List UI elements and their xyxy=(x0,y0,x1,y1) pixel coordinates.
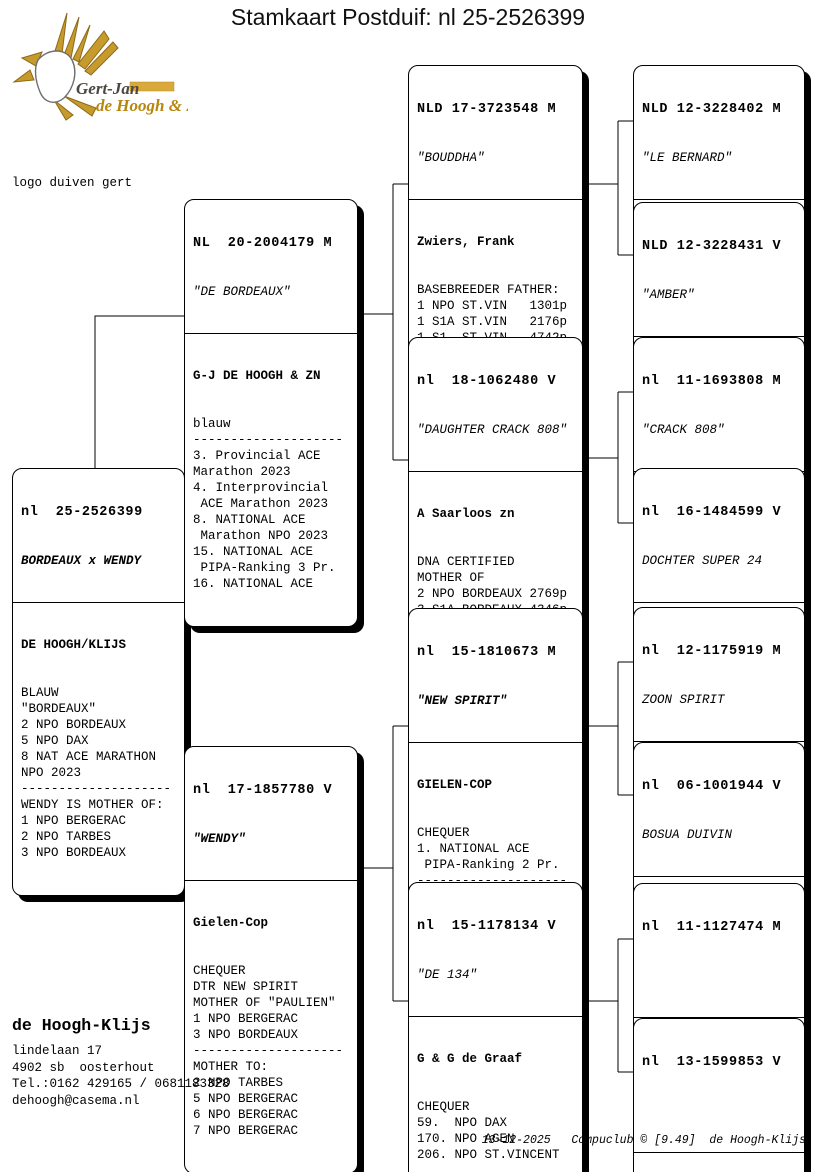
pigeon-name: DOCHTER SUPER 24 xyxy=(642,554,763,568)
pigeon-name xyxy=(642,1103,796,1119)
ring-number: NLD 12-3228431 V xyxy=(642,239,782,254)
logo-name-line1: Gert-Jan xyxy=(76,79,139,98)
breeder-line: GIELEN-COP xyxy=(417,778,493,792)
ring-number: nl 12-1175919 M xyxy=(642,644,782,659)
owner-phone: Tel.:0162 429165 / 0681183328 xyxy=(12,1077,230,1091)
ring-number: nl 11-1693808 M xyxy=(642,374,782,389)
box-body-text: CHEQUER DTR NEW SPIRIT MOTHER OF "PAULIE… xyxy=(193,964,344,1138)
breeder-line: DE HOOGH/KLIJS xyxy=(21,638,127,652)
box-separator xyxy=(185,333,357,334)
pigeon-name: "DE BORDEAUX" xyxy=(193,285,291,299)
pigeon-name: ZOON SPIRIT xyxy=(642,693,725,707)
pedigree-box-father: NL 20-2004179 M "DE BORDEAUX" G-J DE HOO… xyxy=(184,199,358,627)
box-separator xyxy=(634,1152,804,1153)
dove-logo: Gert-Jan de Hoogh & Zn xyxy=(12,12,188,121)
box-body-text: blauw -------------------- 3. Provincial… xyxy=(193,417,344,591)
pigeon-name: "WENDY" xyxy=(193,832,246,846)
box-separator xyxy=(634,602,804,603)
pigeon-name: "AMBER" xyxy=(642,288,695,302)
ring-number: NLD 12-3228402 M xyxy=(642,102,782,117)
ring-number: nl 11-1127474 M xyxy=(642,920,782,935)
box-separator xyxy=(634,741,804,742)
box-separator xyxy=(409,1016,582,1017)
owner-address-line: 4902 sb oosterhout xyxy=(12,1060,155,1075)
pigeon-name: "NEW SPIRIT" xyxy=(417,694,508,708)
box-separator xyxy=(634,1017,804,1018)
pigeon-name: BORDEAUX x WENDY xyxy=(21,554,142,568)
pigeon-name: "DE 134" xyxy=(417,968,478,982)
pigeon-name: "DAUGHTER CRACK 808" xyxy=(417,423,568,437)
breeder-line: A Saarloos zn xyxy=(417,507,515,521)
box-separator xyxy=(409,742,582,743)
owner-name: de Hoogh-Klijs xyxy=(12,1016,151,1035)
pedigree-box-mgm: nl 15-1178134 V "DE 134" G & G de Graaf … xyxy=(408,882,583,1172)
ring-number: NLD 17-3723548 M xyxy=(417,102,557,117)
pigeon-name: "LE BERNARD" xyxy=(642,151,733,165)
breeder-line: Gielen-Cop xyxy=(193,916,269,930)
box-separator xyxy=(409,199,582,200)
ring-number: nl 25-2526399 xyxy=(21,505,143,520)
breeder-line: G-J DE HOOGH & ZN xyxy=(193,369,321,383)
ring-number: nl 15-1178134 V xyxy=(417,919,557,934)
pigeon-name: "BOUDDHA" xyxy=(417,151,485,165)
box-body-text: BLAUW "BORDEAUX" 2 NPO BORDEAUX 5 NPO DA… xyxy=(21,686,172,860)
ring-number: nl 18-1062480 V xyxy=(417,374,557,389)
pigeon-name xyxy=(642,968,796,984)
owner-block: de Hoogh-Klijs lindelaan 17 4902 sb oost… xyxy=(12,1016,230,1109)
breeder-line: Zwiers, Frank xyxy=(417,235,515,249)
logo-name-line2: de Hoogh & Zn xyxy=(96,96,188,115)
ring-number: nl 16-1484599 V xyxy=(642,505,782,520)
box-separator xyxy=(634,199,804,200)
page-title: Stamkaart Postduif: nl 25-2526399 xyxy=(230,4,586,30)
pigeon-name: "CRACK 808" xyxy=(642,423,725,437)
breeder-line: G & G de Graaf xyxy=(417,1052,523,1066)
ring-number: nl 13-1599853 V xyxy=(642,1055,782,1070)
print-footer: 13-12-2025 Compuclub © [9.49] de Hoogh-K… xyxy=(481,1134,806,1147)
box-separator xyxy=(634,876,804,877)
pedigree-box-subject: nl 25-2526399 BORDEAUX x WENDY DE HOOGH/… xyxy=(12,468,185,896)
pedigree-box-mother: nl 17-1857780 V "WENDY" Gielen-Cop CHEQU… xyxy=(184,746,358,1172)
dove-body xyxy=(34,50,76,103)
box-separator xyxy=(13,602,184,603)
logo-caption: logo duiven gert xyxy=(12,176,133,190)
ring-number: nl 06-1001944 V xyxy=(642,779,782,794)
box-separator xyxy=(409,471,582,472)
ring-number: NL 20-2004179 M xyxy=(193,236,333,251)
ring-number: nl 17-1857780 V xyxy=(193,783,333,798)
ring-number: nl 15-1810673 M xyxy=(417,645,557,660)
pedigree-box-mmgm: nl 13-1599853 V Gyselbrecht-Madeira Kras… xyxy=(633,1018,805,1172)
pigeon-name: BOSUA DUIVIN xyxy=(642,828,733,842)
box-body-text: CHEQUER 59. NPO DAX 170. NPO AGEN 206. N… xyxy=(417,1100,560,1162)
box-separator xyxy=(185,880,357,881)
owner-address-line: lindelaan 17 xyxy=(12,1044,103,1058)
box-separator xyxy=(634,336,804,337)
owner-email: dehoogh@casema.nl xyxy=(12,1093,140,1108)
logo-banner xyxy=(129,81,175,92)
